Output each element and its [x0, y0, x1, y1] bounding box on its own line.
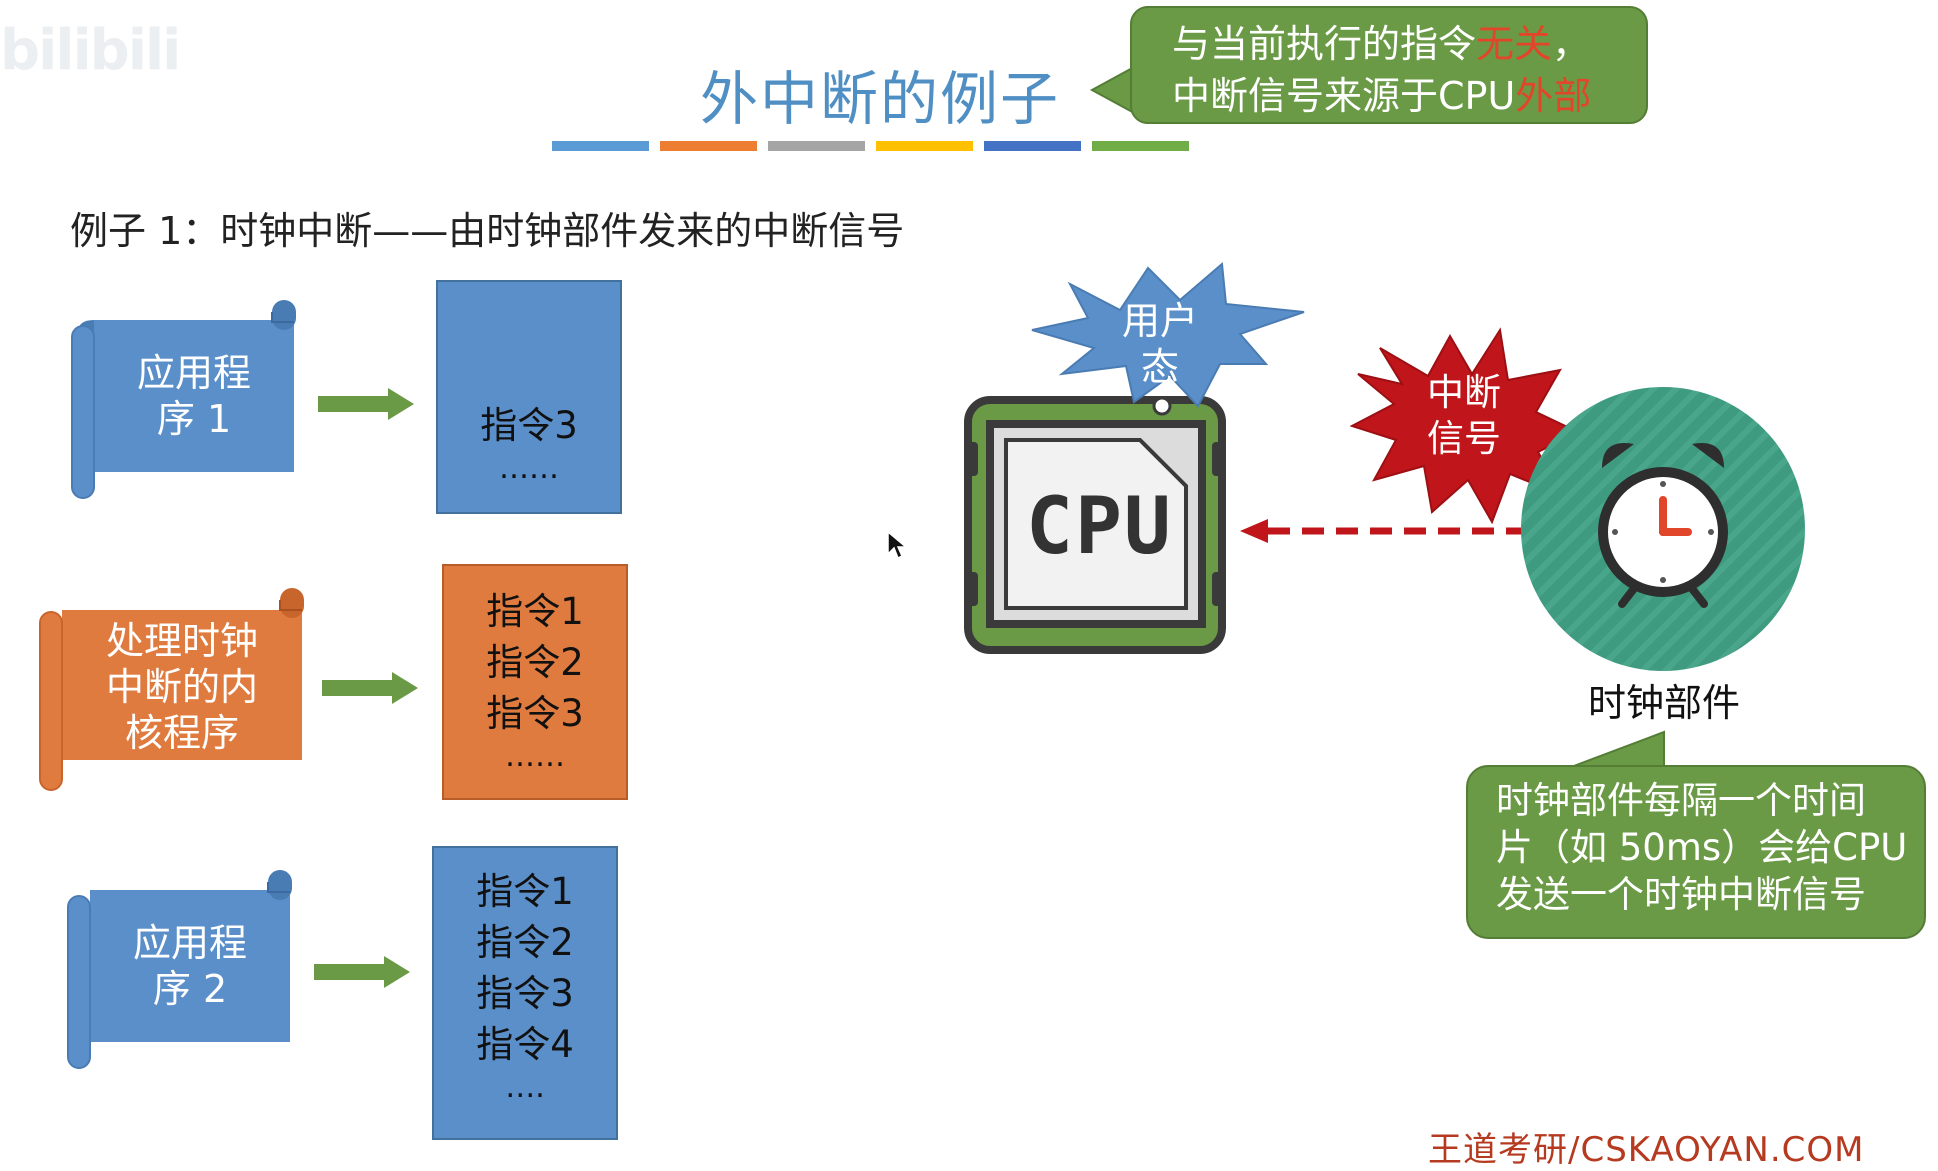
- instruction-2-1: 指令1: [486, 590, 584, 633]
- instruction-3-1: 指令1: [476, 870, 574, 913]
- cpu-label: CPU: [1026, 482, 1173, 572]
- callout-top: 与当前执行的指令无关， 中断信号来源于CPU外部: [1130, 6, 1648, 124]
- callout-bottom-line-2: 片（如 50ms）会给CPU: [1496, 826, 1908, 869]
- interrupt-line-1: 中断: [1427, 371, 1501, 414]
- kernel-label-3: 核程序: [124, 711, 239, 755]
- program-1-label-2: 序 1: [156, 397, 232, 441]
- instruction-2-2: 指令2: [486, 641, 584, 684]
- user-mode-burst-icon: [1031, 261, 1305, 408]
- instruction-1-dots: ……: [499, 451, 559, 486]
- instruction-3-4: 指令4: [476, 1023, 574, 1066]
- instruction-2-dots: ……: [505, 739, 565, 774]
- footer-brand: 王道考研/CSKAOYAN.COM: [1428, 1130, 1865, 1170]
- interrupt-signal-arrow: [1240, 519, 1526, 543]
- scroll-shape: [39, 588, 304, 791]
- page-title: 外中断的例子: [700, 65, 1061, 133]
- program-2-label-1: 应用程: [132, 921, 247, 965]
- title-color-bar-1: [552, 141, 649, 151]
- interrupt-line-2: 信号: [1427, 417, 1501, 460]
- kernel-label-2: 中断的内: [105, 665, 258, 709]
- clock-component-label: 时钟部件: [1588, 681, 1741, 725]
- kernel-label-1: 处理时钟: [105, 619, 258, 663]
- user-mode-line-2: 态: [1140, 345, 1179, 389]
- program-2-label-2: 序 2: [152, 967, 228, 1011]
- cpu-chip-icon: [964, 396, 1226, 654]
- callout-top-highlight-a: 无关: [1476, 22, 1553, 66]
- program-1-label-1: 应用程: [136, 351, 251, 395]
- scroll-shape: [71, 300, 296, 499]
- scroll-shape: [67, 870, 292, 1069]
- instruction-box-3: 指令1 指令2 指令3 指令4 ….: [432, 846, 618, 1140]
- arrow-2: [322, 672, 418, 704]
- interrupt-signal-label: 中断 信号: [1412, 370, 1516, 462]
- scroll-app-program-1: 应用程 序 1: [68, 292, 298, 507]
- instruction-3-2: 指令2: [476, 921, 574, 964]
- interrupt-signal-burst-icon: [1350, 327, 1580, 524]
- callout-top-text-b: 中断信号来源于CPU: [1172, 74, 1516, 118]
- alarm-clock-icon: [1521, 387, 1805, 671]
- user-mode-line-1: 用户: [1121, 299, 1198, 343]
- title-color-bar-5: [984, 141, 1081, 151]
- callout-bottom-line-1: 时钟部件每隔一个时间: [1496, 779, 1866, 822]
- instruction-2-3: 指令3: [486, 692, 584, 735]
- arrow-1: [318, 388, 414, 420]
- instruction-3-dots: ….: [505, 1070, 545, 1105]
- callout-top-text-a: 与当前执行的指令: [1172, 22, 1477, 66]
- scroll-app-program-2: 应用程 序 2: [64, 862, 294, 1076]
- callout-bottom: 时钟部件每隔一个时间 片（如 50ms）会给CPU 发送一个时钟中断信号: [1466, 765, 1926, 939]
- callout-top-comma: ，: [1552, 22, 1591, 66]
- title-color-bar-2: [660, 141, 757, 151]
- arrow-3: [314, 956, 410, 988]
- user-mode-label: 用户 态: [1108, 298, 1212, 390]
- example-heading: 例子 1：时钟中断——由时钟部件发来的中断信号: [70, 209, 905, 253]
- instruction-3-3: 指令3: [476, 972, 574, 1015]
- instruction-1-3: 指令3: [480, 404, 578, 447]
- title-color-bar-6: [1092, 141, 1189, 151]
- instruction-box-1: 指令3 ……: [436, 280, 622, 514]
- callout-top-highlight-b: 外部: [1515, 74, 1592, 118]
- mouse-cursor-icon: [887, 530, 908, 560]
- title-color-bar-3: [768, 141, 865, 151]
- instruction-box-2: 指令1 指令2 指令3 ……: [442, 564, 628, 800]
- bilibili-watermark: bilibili: [0, 18, 181, 83]
- callout-bottom-line-3: 发送一个时钟中断信号: [1496, 873, 1866, 916]
- title-color-bar-4: [876, 141, 973, 151]
- scroll-kernel-program: 处理时钟 中断的内 核程序: [36, 582, 306, 796]
